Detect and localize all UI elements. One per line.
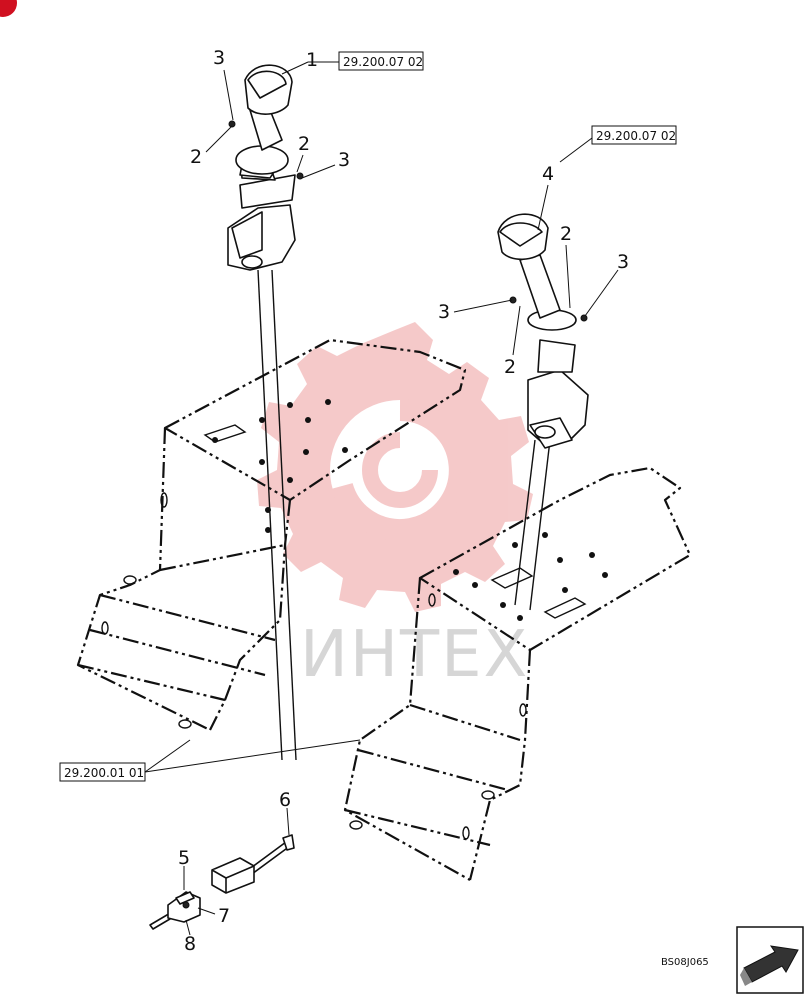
drawing-code: BS08J065 (661, 957, 709, 968)
leader-lines (144, 61, 619, 936)
callouts-left-lever: 3 1 2 2 3 (190, 47, 350, 171)
ref-label: 29.200.07 02 (343, 55, 423, 69)
callout-item: 1 (306, 49, 318, 71)
corner-mark-icon (0, 0, 17, 17)
watermark-logo (257, 322, 533, 612)
ref-label: 29.200.01 01 (64, 766, 144, 780)
ref-box-right-lever[interactable]: 29.200.07 02 (591, 125, 677, 145)
callout-item: 8 (184, 933, 196, 955)
callout-item: 6 (279, 789, 291, 811)
ref-label: 29.200.07 02 (596, 129, 676, 143)
callout-item: 7 (218, 905, 230, 927)
hardware-kit (149, 834, 295, 930)
ref-box-frame[interactable]: 29.200.01 01 (59, 762, 146, 782)
callout-item: 2 (190, 146, 202, 168)
callout-item: 3 (213, 47, 225, 69)
ref-box-left-lever[interactable]: 29.200.07 02 (338, 51, 424, 71)
left-floor-frame (76, 338, 467, 731)
callout-item: 2 (560, 223, 572, 245)
callout-item: 5 (178, 847, 190, 869)
callouts-right-lever: 4 2 3 3 2 (438, 163, 629, 378)
callout-item: 4 (542, 163, 554, 185)
callout-item: 2 (504, 356, 516, 378)
callout-item: 2 (298, 133, 310, 155)
left-control-lever (227, 64, 304, 761)
callout-item: 3 (617, 251, 629, 273)
callout-item: 3 (338, 149, 350, 171)
right-floor-frame (343, 466, 692, 881)
callout-item: 3 (438, 301, 450, 323)
callouts-hardware: 6 5 7 8 (178, 789, 291, 955)
right-control-lever (497, 213, 589, 611)
arrow-next-icon[interactable] (736, 926, 804, 994)
